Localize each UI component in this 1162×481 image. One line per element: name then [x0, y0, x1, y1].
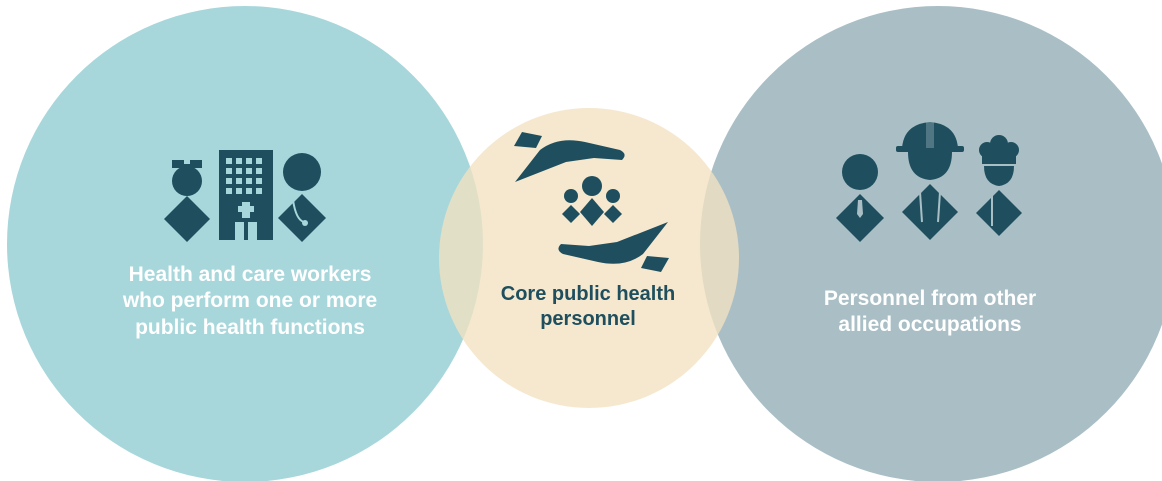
allied-occupations-label: Personnel from other allied occupations [770, 286, 1090, 339]
core-personnel-label-line-1: Core public health [500, 283, 676, 305]
core-personnel-label-line-2: personnel [540, 308, 636, 330]
health-workers-label: Health and care workers who perform one … [80, 262, 420, 341]
community-icon [562, 176, 622, 226]
allied-occupations-label-line-1: Personnel from other [823, 287, 1037, 310]
hospital-icon [219, 150, 273, 240]
core-personnel-label: Core public health personnel [468, 282, 708, 332]
doctor-icon [278, 153, 326, 242]
chef-icon [976, 135, 1022, 236]
health-workers-label-line-1: Health and care workers [128, 263, 372, 286]
allied-occupations-label-line-2: allied occupations [838, 313, 1022, 337]
nurse-icon [164, 150, 210, 242]
protecting-hands-icon [514, 132, 669, 272]
allied-occupations-circle [700, 6, 1162, 481]
worker-icon [836, 154, 884, 242]
health-workers-label-line-2: who perform one or more [122, 289, 378, 313]
construction-worker-icon [896, 122, 964, 240]
health-workers-label-line-3: public health functions [135, 315, 365, 339]
health-workers-circle [7, 6, 483, 481]
